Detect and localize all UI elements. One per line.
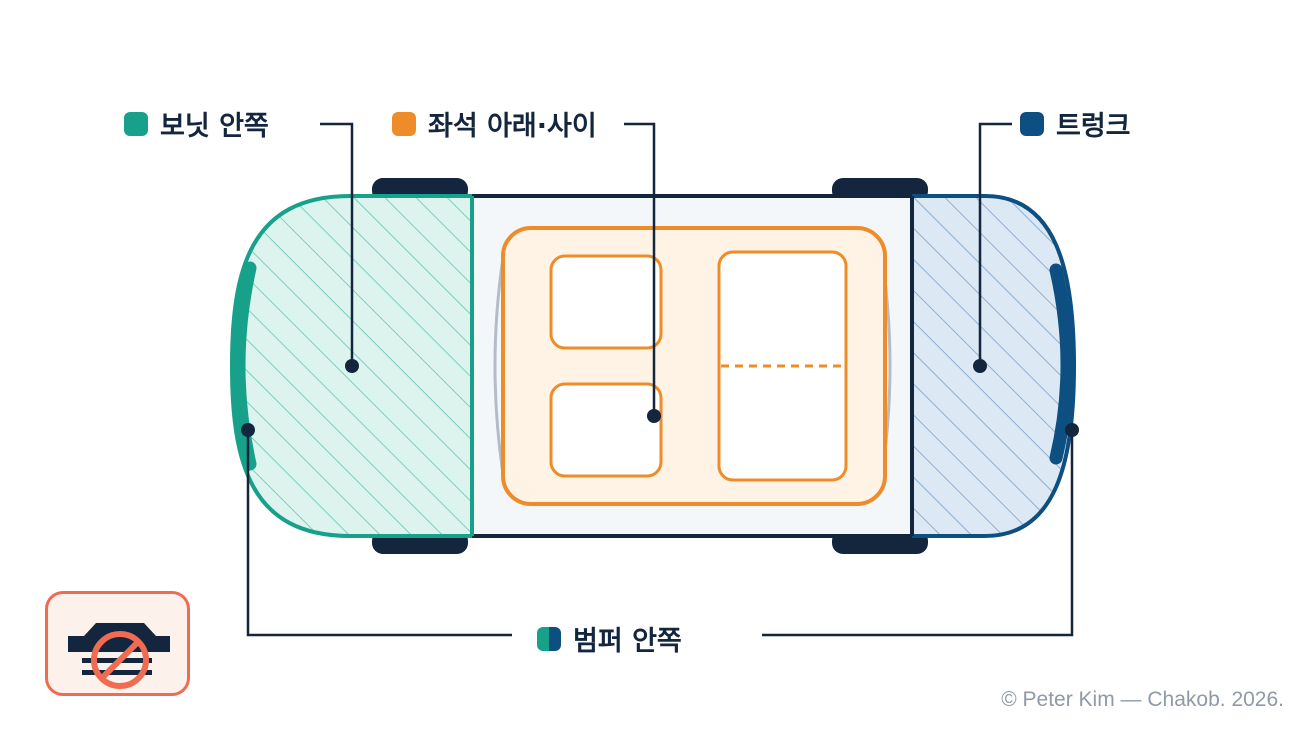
- hood-leader-line: [320, 122, 354, 366]
- trunk-swatch: [1020, 111, 1044, 136]
- rear-bumper: [1049, 263, 1074, 465]
- front-bumper: [232, 261, 257, 471]
- hood-swatch: [124, 111, 148, 136]
- seat-front-bottom: [549, 382, 663, 478]
- bumper-leader-line-right: [762, 430, 1074, 637]
- trunk-label: 트렁크: [1056, 111, 1131, 142]
- bumper-label: 범퍼 안쪽: [573, 626, 682, 657]
- seats-label: 좌석 아래·사이: [428, 111, 597, 142]
- front-windshield: [493, 257, 505, 475]
- legend-bumper: 범퍼 안쪽: [537, 619, 682, 658]
- no-car-icon: [68, 623, 170, 689]
- bumper-leader-line-left: [246, 430, 512, 637]
- trunk-leader-line: [978, 122, 1012, 366]
- bumper-marker-dot-right: [1065, 423, 1079, 437]
- hood-marker-dot: [345, 359, 359, 373]
- no-car-warning-badge: [45, 591, 190, 696]
- seats-leader-line: [624, 122, 656, 416]
- legend-hood: 보닛 안쪽: [124, 104, 269, 143]
- legend-seats: 좌석 아래·사이: [392, 104, 597, 143]
- bumper-swatch: [537, 626, 561, 651]
- seats-swatch: [392, 111, 416, 136]
- seats-marker-dot: [647, 409, 661, 423]
- trunk-marker-dot: [973, 359, 987, 373]
- legend-trunk: 트렁크: [1020, 104, 1131, 143]
- bumper-marker-dot-left: [241, 423, 255, 437]
- seat-front-top: [549, 254, 663, 350]
- hood-label: 보닛 안쪽: [160, 111, 269, 142]
- credit-text: © Peter Kim — Chakob. 2026.: [1001, 688, 1284, 711]
